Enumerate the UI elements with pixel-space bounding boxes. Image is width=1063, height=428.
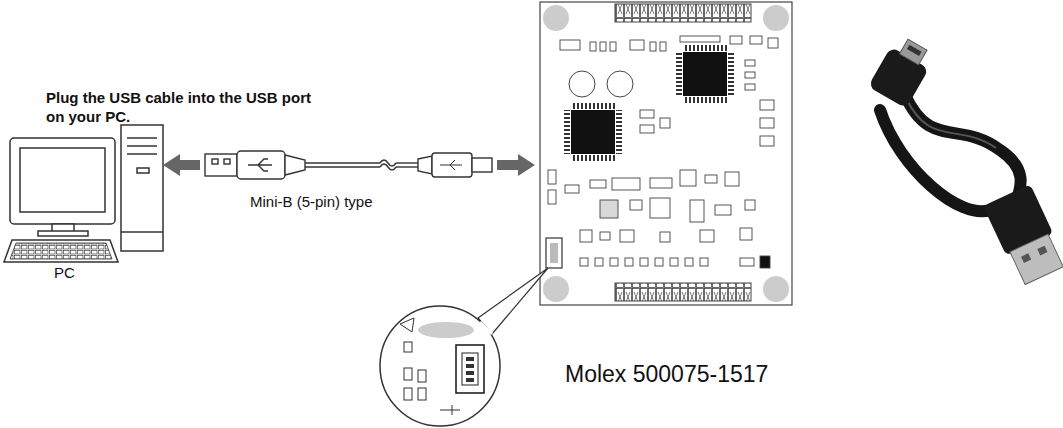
arrow-right bbox=[497, 154, 535, 176]
zoom-callout bbox=[380, 268, 548, 426]
arrow-left bbox=[163, 154, 200, 176]
circuit-board bbox=[540, 2, 792, 305]
cable-type-label: Mini-B (5-pin) type bbox=[250, 192, 450, 211]
part-number: Molex 500075-1517 bbox=[565, 360, 825, 389]
cable-photo bbox=[868, 34, 1063, 287]
device-label: PC bbox=[54, 263, 114, 282]
pc-illustration bbox=[4, 125, 163, 262]
instruction-heading: Plug the USB cable into the USB port on … bbox=[46, 88, 311, 126]
usb-cable bbox=[205, 151, 492, 179]
